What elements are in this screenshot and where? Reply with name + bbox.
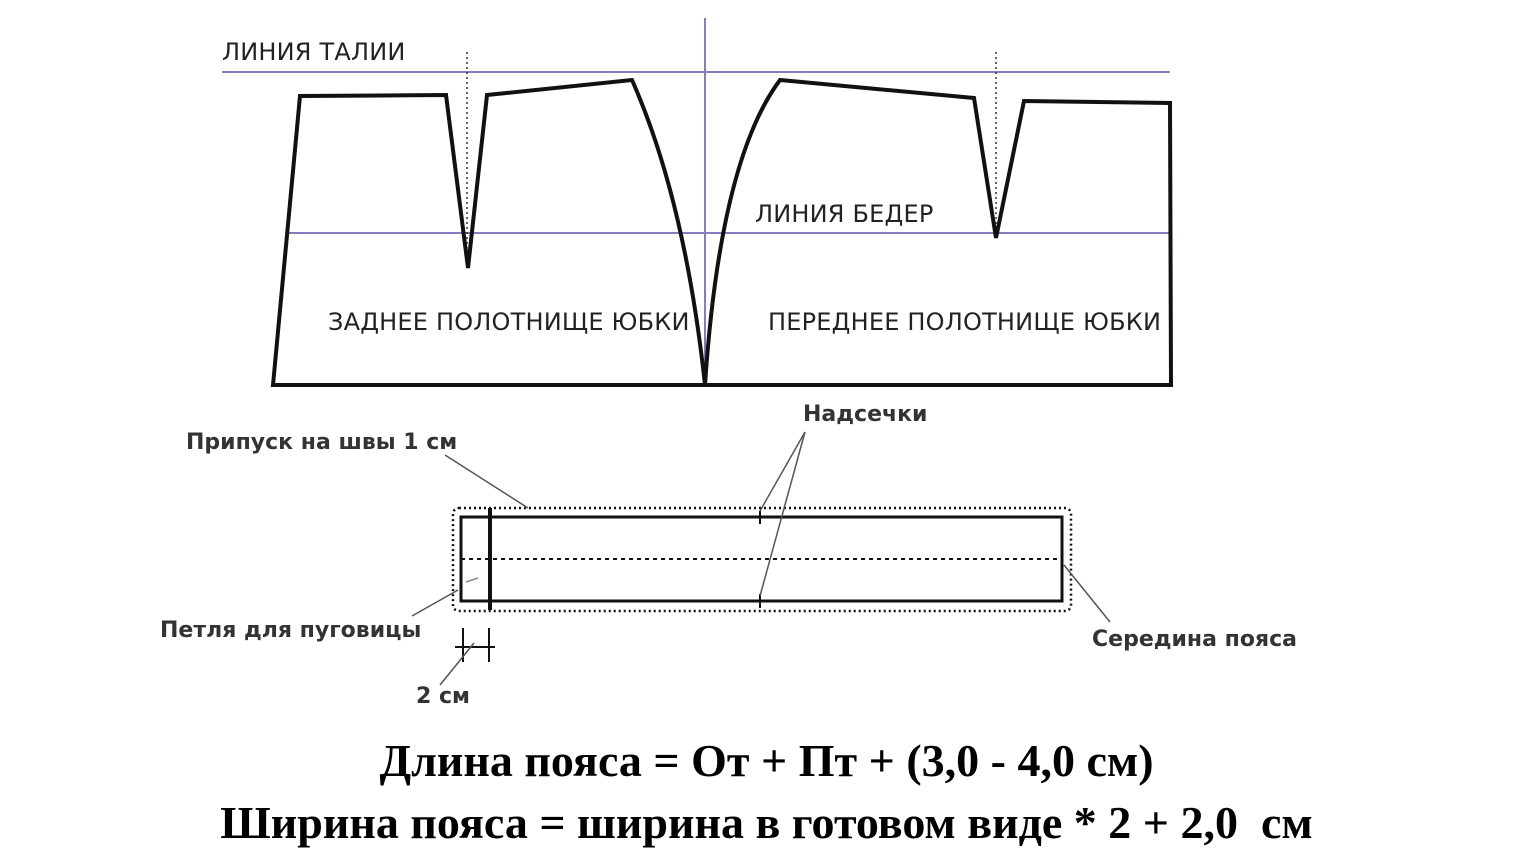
notches-leader-2	[759, 431, 806, 597]
buttonhole-leader	[411, 589, 459, 617]
leader-lines	[411, 431, 1111, 686]
waistband-width-formula: Ширина пояса = ширина в готовом виде * 2…	[220, 797, 1313, 848]
center-leader	[1063, 564, 1111, 623]
center-label: Середина пояса	[1092, 627, 1297, 652]
hip-line-label: ЛИНИЯ БЕДЕР	[755, 200, 934, 228]
notches-label: Надсечки	[803, 402, 927, 427]
dart-center-lines	[466, 52, 997, 268]
front-panel-label: ПЕРЕДНЕЕ ПОЛОТНИЩЕ ЮБКИ	[768, 308, 1161, 336]
two-cm-leader	[439, 642, 475, 686]
two-cm-label: 2 см	[416, 684, 470, 709]
waistband-drawing	[451, 506, 1073, 613]
notches-leader-1	[759, 431, 806, 512]
back-panel-label: ЗАДНЕЕ ПОЛОТНИЩЕ ЮБКИ	[328, 308, 690, 336]
seam-allowance-outline	[451, 506, 1073, 613]
waist-line-label: ЛИНИЯ ТАЛИИ	[222, 38, 406, 66]
two-cm-dimension	[455, 628, 495, 662]
guide-lines	[222, 18, 1170, 385]
front-skirt-panel-outline	[702, 77, 1174, 387]
seam-allowance-label: Припуск на швы 1 см	[186, 430, 457, 455]
buttonhole-mark	[465, 577, 479, 583]
buttonhole-label: Петля для пуговицы	[160, 618, 421, 643]
back-skirt-panel-outline	[270, 77, 708, 387]
seam-allowance-leader	[444, 454, 529, 509]
waistband-length-formula: Длина пояса = От + Пт + (3,0 - 4,0 см)	[379, 735, 1154, 786]
